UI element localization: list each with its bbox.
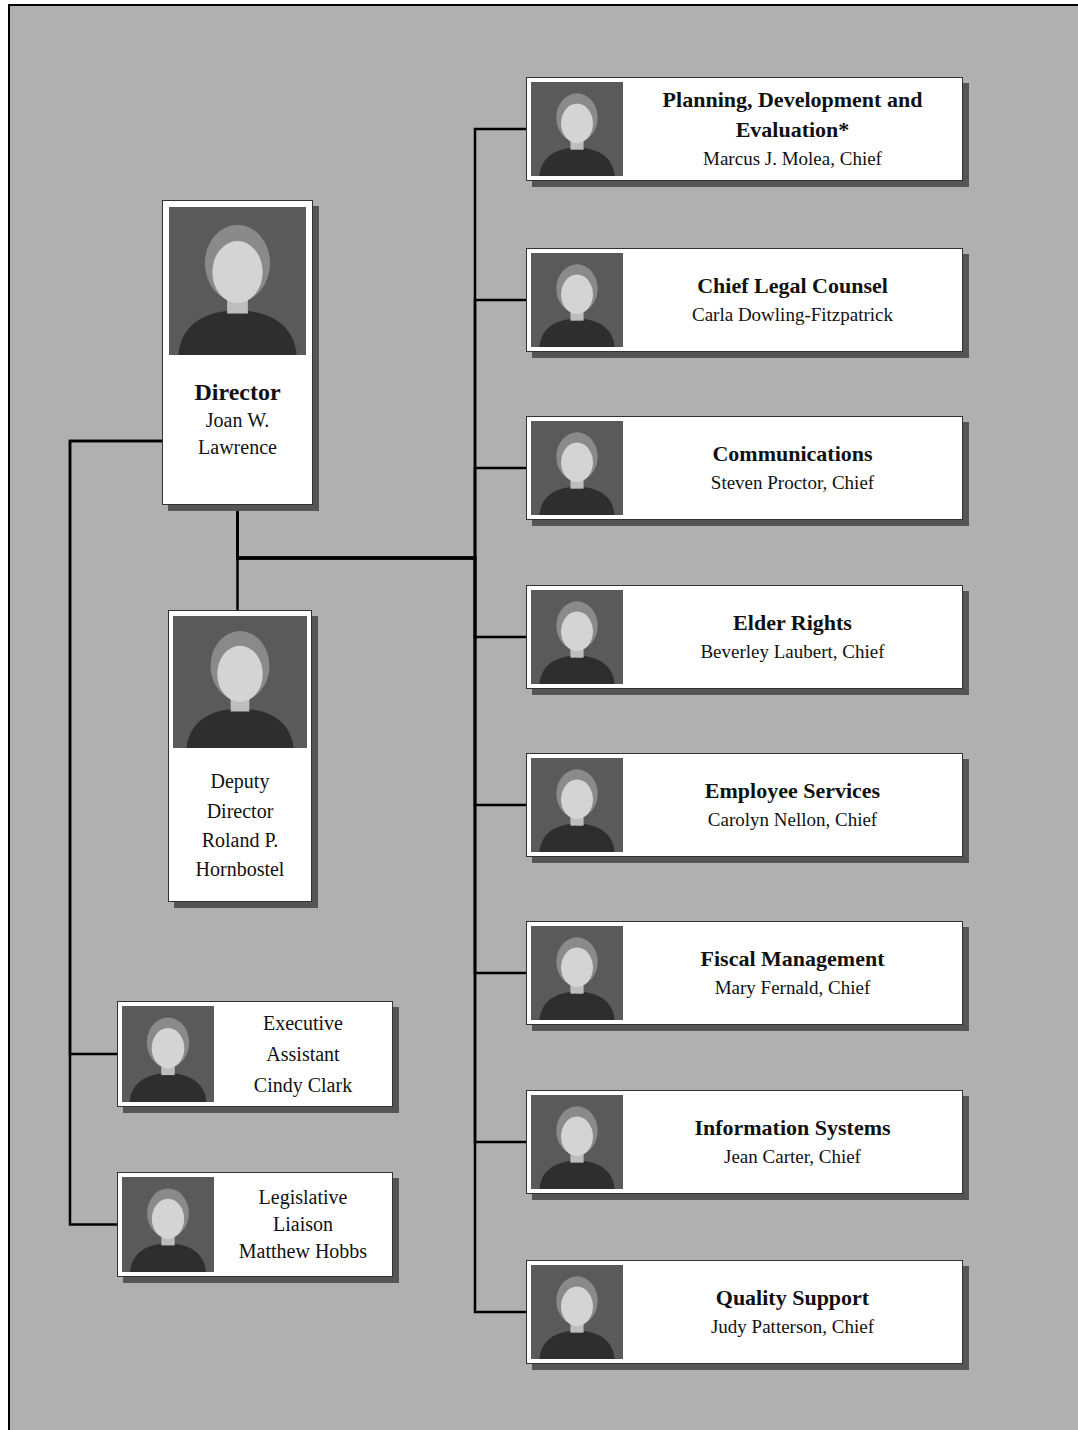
portrait-photo bbox=[122, 1177, 214, 1272]
unit-title: Director bbox=[175, 377, 300, 407]
portrait-photo bbox=[531, 1095, 623, 1189]
person-name: Beverley Laubert, Chief bbox=[700, 638, 884, 666]
unit-title: Executive Assistant bbox=[231, 1008, 376, 1070]
person-name: Judy Patterson, Chief bbox=[711, 1313, 874, 1341]
text-stack: Elder RightsBeverley Laubert, Chief bbox=[700, 608, 884, 666]
org-box: DirectorJoan W. Lawrence bbox=[162, 200, 313, 505]
person-name: Joan W. Lawrence bbox=[175, 407, 300, 461]
text-area: Employee ServicesCarolyn Nellon, Chief bbox=[627, 754, 958, 856]
org-box: Fiscal ManagementMary Fernald, Chief bbox=[526, 921, 963, 1025]
portrait-photo bbox=[169, 207, 306, 355]
text-area: Information SystemsJean Carter, Chief bbox=[627, 1091, 958, 1193]
text-area: Legislative LiaisonMatthew Hobbs bbox=[218, 1173, 388, 1276]
org-box: Information SystemsJean Carter, Chief bbox=[526, 1090, 963, 1194]
org-box: Legislative LiaisonMatthew Hobbs bbox=[117, 1172, 393, 1277]
org-box: CommunicationsSteven Proctor, Chief bbox=[526, 416, 963, 520]
text-area: Elder RightsBeverley Laubert, Chief bbox=[627, 586, 958, 688]
portrait-photo bbox=[531, 253, 623, 347]
person-name: Roland P. Hornbostel bbox=[178, 826, 303, 884]
portrait-photo bbox=[531, 82, 623, 176]
org-box: Executive AssistantCindy Clark bbox=[117, 1001, 393, 1107]
text-area: Executive AssistantCindy Clark bbox=[218, 1002, 388, 1106]
text-stack: Fiscal ManagementMary Fernald, Chief bbox=[701, 944, 885, 1002]
unit-title: Chief Legal Counsel bbox=[692, 271, 893, 301]
org-box: Quality SupportJudy Patterson, Chief bbox=[526, 1260, 963, 1364]
unit-title: Elder Rights bbox=[700, 608, 884, 638]
org-box: Planning, Development and Evaluation*Mar… bbox=[526, 77, 963, 181]
unit-title: Communications bbox=[711, 439, 874, 469]
person-name: Mary Fernald, Chief bbox=[701, 974, 885, 1002]
portrait-photo bbox=[531, 758, 623, 852]
text-stack: Executive AssistantCindy Clark bbox=[231, 1008, 376, 1100]
text-stack: Legislative LiaisonMatthew Hobbs bbox=[231, 1184, 376, 1265]
org-box: Elder RightsBeverley Laubert, Chief bbox=[526, 585, 963, 689]
org-box: Employee ServicesCarolyn Nellon, Chief bbox=[526, 753, 963, 857]
text-stack: Chief Legal CounselCarla Dowling-Fitzpat… bbox=[692, 271, 893, 329]
text-area: Planning, Development and Evaluation*Mar… bbox=[627, 78, 958, 180]
text-area: Chief Legal CounselCarla Dowling-Fitzpat… bbox=[627, 249, 958, 351]
text-area: Fiscal ManagementMary Fernald, Chief bbox=[627, 922, 958, 1024]
text-area: Deputy DirectorRoland P. Hornbostel bbox=[169, 766, 311, 884]
org-box: Deputy DirectorRoland P. Hornbostel bbox=[168, 610, 312, 902]
person-name: Carla Dowling-Fitzpatrick bbox=[692, 301, 893, 329]
person-name: Cindy Clark bbox=[231, 1070, 376, 1100]
person-name: Marcus J. Molea, Chief bbox=[662, 145, 924, 173]
person-name: Steven Proctor, Chief bbox=[711, 469, 874, 497]
unit-title: Employee Services bbox=[705, 776, 880, 806]
text-area: CommunicationsSteven Proctor, Chief bbox=[627, 417, 958, 519]
connector-line bbox=[70, 441, 162, 1054]
portrait-photo bbox=[173, 616, 307, 748]
text-stack: Deputy DirectorRoland P. Hornbostel bbox=[178, 766, 303, 884]
portrait-photo bbox=[531, 590, 623, 684]
portrait-photo bbox=[531, 1265, 623, 1359]
text-stack: Planning, Development and Evaluation*Mar… bbox=[662, 85, 924, 173]
text-stack: CommunicationsSteven Proctor, Chief bbox=[711, 439, 874, 497]
text-stack: DirectorJoan W. Lawrence bbox=[175, 377, 300, 461]
person-name: Carolyn Nellon, Chief bbox=[705, 806, 880, 834]
unit-title: Quality Support bbox=[711, 1283, 874, 1313]
unit-title: Information Systems bbox=[694, 1113, 890, 1143]
person-name: Matthew Hobbs bbox=[231, 1238, 376, 1265]
unit-title: Legislative Liaison bbox=[231, 1184, 376, 1238]
person-name: Jean Carter, Chief bbox=[694, 1143, 890, 1171]
unit-title: Planning, Development and Evaluation* bbox=[662, 85, 924, 145]
portrait-photo bbox=[122, 1006, 214, 1102]
portrait-photo bbox=[531, 421, 623, 515]
text-stack: Quality SupportJudy Patterson, Chief bbox=[711, 1283, 874, 1341]
org-box: Chief Legal CounselCarla Dowling-Fitzpat… bbox=[526, 248, 963, 352]
unit-title: Fiscal Management bbox=[701, 944, 885, 974]
text-stack: Employee ServicesCarolyn Nellon, Chief bbox=[705, 776, 880, 834]
text-stack: Information SystemsJean Carter, Chief bbox=[694, 1113, 890, 1171]
unit-title: Deputy Director bbox=[178, 766, 303, 826]
text-area: Quality SupportJudy Patterson, Chief bbox=[627, 1261, 958, 1363]
portrait-photo bbox=[531, 926, 623, 1020]
text-area: DirectorJoan W. Lawrence bbox=[163, 377, 312, 461]
